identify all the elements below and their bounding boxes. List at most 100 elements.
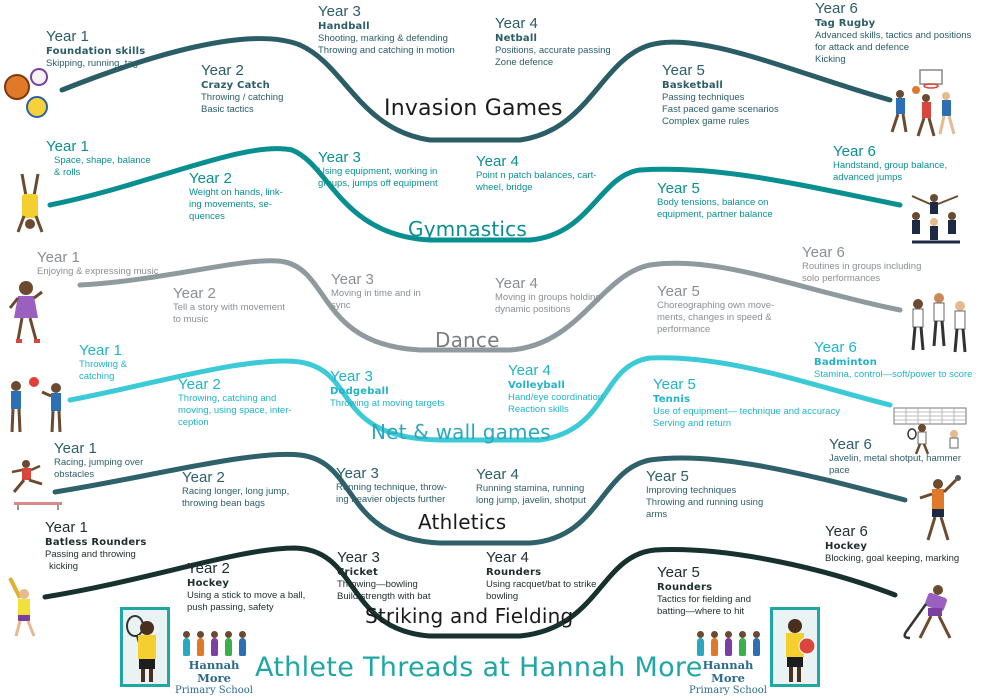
description: Kicking: [815, 54, 846, 65]
description: Space, shape, balance: [54, 155, 151, 166]
description: Point n patch balances, cart-: [476, 170, 597, 181]
description: Using equipment, working in: [318, 166, 438, 177]
year-label: Year 4: [508, 362, 551, 379]
year-label: Year 3: [318, 3, 361, 20]
description: groups, jumps off equipment: [318, 178, 438, 189]
sport-label: Cricket: [337, 567, 378, 578]
description: Moving in time and in: [331, 288, 421, 299]
athletics-thread: [52, 451, 908, 546]
description: obstacles: [54, 469, 95, 480]
year-label: Year 4: [486, 549, 529, 566]
description: Weight on hands, link-: [189, 187, 283, 198]
gymnastics-year6: Year 6 Handstand, group balance, advance…: [833, 143, 947, 184]
gymnastics-year5: Year 5 Body tensions, balance on equipme…: [657, 180, 773, 221]
description: push passing, safety: [187, 602, 274, 613]
description: Stamina, control—soft/power to score: [814, 369, 973, 380]
year-label: Year 1: [79, 342, 122, 359]
description: ments, changes in speed &: [657, 312, 772, 323]
school-type: Primary School: [175, 685, 253, 696]
description: to music: [173, 314, 209, 325]
dance-thread: [77, 258, 903, 353]
sport-label: Tag Rugby: [815, 18, 876, 29]
sport-label: Volleyball: [508, 380, 565, 391]
strand-title-athletics: Athletics: [418, 510, 507, 534]
description: long jump, javelin, shotput: [476, 495, 586, 506]
description: Throwing, catching and: [178, 393, 277, 404]
year-label: Year 4: [476, 466, 519, 483]
school-logo-right: Hannah More Primary School: [689, 630, 767, 697]
sport-label: Rounders: [657, 582, 713, 593]
year-label: Year 3: [337, 549, 380, 566]
net-year1: Year 1 Throwing & catching: [79, 342, 127, 383]
sport-label: Foundation skills: [46, 46, 146, 57]
description: Racing, jumping over: [54, 457, 144, 468]
year-label: Year 1: [45, 519, 88, 536]
school-logo-people-icon: [689, 630, 767, 656]
strand-title-invasion: Invasion Games: [384, 96, 563, 121]
striking-year1: Year 1 Batless Rounders Passing and thro…: [45, 519, 147, 573]
dance-group-icon: [911, 293, 967, 353]
striking-year4: Year 4 Rounders Using racquet/bat to str…: [486, 549, 596, 603]
invasion-year3: Year 3 Handball Shooting, marking & defe…: [318, 3, 455, 57]
sport-label: Dodgeball: [330, 386, 389, 397]
handstand-gymnast-icon: [16, 173, 44, 233]
year-label: Year 1: [46, 28, 89, 45]
year-label: Year 6: [814, 339, 857, 356]
description: ing movements, se-: [189, 199, 272, 210]
year-label: Year 4: [495, 275, 538, 292]
year-label: Year 6: [833, 143, 876, 160]
dance-year1: Year 1 Enjoying & expressing music: [37, 249, 158, 278]
year-label: Year 5: [657, 180, 700, 197]
description: Using racquet/bat to strike: [486, 579, 597, 590]
sport-label: Badminton: [814, 357, 878, 368]
school-name: Hannah More: [702, 658, 754, 685]
striking-thread: [42, 545, 898, 639]
sports-balls-icon: [4, 65, 54, 122]
school-logo-left: Hannah More Primary School: [175, 630, 253, 697]
description: ing heavier objects further: [336, 494, 446, 505]
description: catching: [79, 371, 115, 382]
year-label: Year 5: [653, 376, 696, 393]
gymnastics-year1: Year 1 Space, shape, balance & rolls: [46, 138, 151, 179]
description: Blocking, goal keeping, marking: [825, 553, 960, 564]
description: equipment, partner balance: [657, 209, 773, 220]
year-label: Year 2: [173, 285, 216, 302]
description: Throwing &: [79, 359, 128, 370]
group-balance-gymnasts-icon: [911, 194, 960, 244]
description: kicking: [49, 561, 79, 572]
year-label: Year 5: [657, 283, 700, 300]
strand-title-net: Net & wall games: [371, 420, 551, 444]
description: Advanced skills, tactics and positions: [815, 30, 972, 41]
description: Running technique, throw-: [336, 482, 447, 493]
year-label: Year 2: [178, 376, 221, 393]
description: performance: [657, 324, 711, 335]
invasion-year5: Year 5 Basketball Passing techniques Fas…: [662, 62, 779, 128]
invasion-year2: Year 2 Crazy Catch Throwing / catching B…: [201, 62, 283, 116]
invasion-year1: Year 1 Foundation skills Skipping, runni…: [46, 28, 145, 70]
description: Choreographing own move-: [657, 300, 775, 311]
description: for attack and defence: [815, 42, 910, 53]
year-label: Year 1: [37, 249, 80, 266]
shotput-thrower-icon: [919, 475, 961, 541]
striking-year3: Year 3 Cricket Throwing—bowling Build st…: [337, 549, 430, 603]
year-label: Year 2: [201, 62, 244, 79]
sport-label: Netball: [495, 33, 538, 44]
net-thread: [67, 355, 893, 443]
year-label: Year 3: [318, 149, 361, 166]
description: Skipping, running, tag: [46, 58, 138, 69]
description: Hand/eye coordination: [508, 392, 604, 403]
year-label: Year 6: [829, 436, 872, 453]
athletics-year1: Year 1 Racing, jumping over obstacles: [54, 440, 143, 481]
description: pace: [829, 465, 850, 476]
invasion-year6: Year 6 Tag Rugby Advanced skills, tactic…: [815, 0, 971, 66]
dance-year2: Year 2 Tell a story with movement to mus…: [173, 285, 285, 326]
sport-label: Handball: [318, 21, 370, 32]
dance-year6: Year 6 Routines in groups including solo…: [802, 244, 921, 285]
school-logo-people-icon: [175, 630, 253, 656]
year-label: Year 5: [657, 564, 700, 581]
year-label: Year 6: [815, 0, 858, 17]
striking-year5: Year 5 Rounders Tactics for fielding and…: [657, 564, 751, 618]
net-year6: Year 6 Badminton Stamina, control—soft/p…: [814, 339, 972, 381]
